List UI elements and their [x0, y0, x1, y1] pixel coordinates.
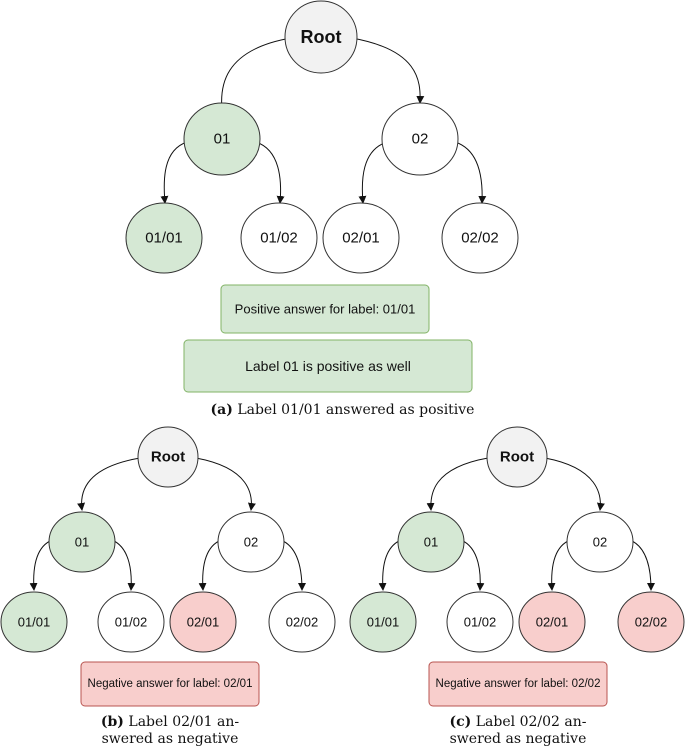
positive-answer-box	[220, 284, 430, 334]
node-b-02	[217, 511, 285, 573]
node-root-label: Root	[301, 27, 342, 47]
node-b-root	[137, 426, 199, 488]
negative-answer-box-c	[428, 661, 608, 707]
node-c-0201-label: 02/01	[536, 615, 569, 630]
edge-root-02	[351, 37, 425, 104]
node-01-label: 01	[214, 131, 231, 148]
node-c-01	[397, 511, 465, 573]
edge-b-01-0101	[29, 539, 53, 591]
node-b-02-label: 02	[244, 535, 258, 550]
edge-c-01-0102	[460, 539, 485, 591]
node-b-root-label: Root	[151, 449, 185, 466]
node-root	[284, 0, 358, 74]
diagram-a: Root 01 02 01/01 01/02 02/01 02/02 Posit…	[125, 0, 519, 393]
edge-root-01	[217, 37, 292, 111]
caption-c: (c) Label 02/02 an- swered as negative	[428, 714, 608, 748]
node-b-0202	[268, 591, 336, 653]
caption-b: (b) Label 02/01 an- swered as negative	[80, 714, 260, 748]
edge-02-0202	[454, 141, 487, 204]
node-0201-label: 02/01	[342, 230, 380, 247]
diagram-b: Root 01 02 01/01 01/02 02/01 02/02 Negat…	[0, 426, 336, 707]
edge-b-01-0102	[111, 539, 136, 591]
node-0202-label: 02/02	[461, 230, 499, 247]
negative-answer-box-b	[80, 661, 260, 707]
caption-c-line1: (c) Label 02/02 an-	[428, 714, 608, 731]
negative-answer-text-c: Negative answer for label: 02/02	[436, 678, 601, 690]
caption-c-text2: swered as negative	[449, 731, 587, 747]
caption-a: (a) Label 01/01 answered as positive	[0, 402, 685, 418]
node-c-0101-label: 01/01	[367, 615, 400, 630]
node-c-root	[486, 426, 548, 488]
node-b-0201-label: 02/01	[187, 615, 220, 630]
edge-01-0101	[160, 141, 188, 204]
node-02	[381, 102, 459, 176]
node-c-0101	[349, 591, 417, 653]
edge-b-02-0202	[280, 539, 306, 591]
caption-a-text: Label 01/01 answered as positive	[237, 402, 475, 418]
label-positive-text: Label 01 is positive as well	[245, 358, 411, 374]
node-b-0101	[0, 591, 68, 653]
node-0101	[125, 202, 203, 274]
node-0202	[441, 202, 519, 274]
node-0102-label: 01/02	[260, 230, 298, 247]
node-0201	[322, 202, 400, 274]
node-0102	[240, 202, 318, 274]
node-b-0201	[169, 591, 237, 653]
label-positive-box	[183, 339, 473, 393]
node-b-0102	[97, 591, 165, 653]
node-c-01-label: 01	[424, 535, 438, 550]
node-01	[183, 102, 261, 176]
node-c-0202	[617, 591, 685, 653]
caption-b-text1: Label 02/01 an-	[128, 714, 240, 730]
node-b-0202-label: 02/02	[286, 615, 319, 630]
caption-b-line1: (b) Label 02/01 an-	[80, 714, 260, 731]
diagram-c: Root 01 02 01/01 01/02 02/01 02/02 Negat…	[349, 426, 685, 707]
node-b-0102-label: 01/02	[115, 615, 148, 630]
node-c-02-label: 02	[593, 535, 607, 550]
node-c-0102-label: 01/02	[464, 615, 497, 630]
edge-01-0102	[255, 141, 285, 204]
edge-c-root-01	[426, 457, 489, 511]
negative-answer-text-b: Negative answer for label: 02/01	[88, 678, 253, 690]
edge-b-02-0201	[198, 539, 222, 591]
caption-c-text1: Label 02/02 an-	[475, 714, 587, 730]
node-b-0101-label: 01/01	[18, 615, 51, 630]
edge-b-root-01	[77, 457, 141, 511]
node-c-02	[566, 511, 634, 573]
node-c-0202-label: 02/02	[635, 615, 668, 630]
node-0101-label: 01/01	[145, 230, 183, 247]
node-b-01	[48, 511, 116, 573]
caption-b-text2: swered as negative	[101, 731, 239, 747]
edge-c-02-0202	[629, 539, 655, 591]
edge-c-01-0101	[378, 539, 402, 591]
edge-c-02-0201	[547, 539, 571, 591]
positive-answer-text: Positive answer for label: 01/01	[235, 302, 416, 317]
edge-02-0201	[358, 141, 388, 204]
node-b-01-label: 01	[75, 535, 89, 550]
node-c-0201	[518, 591, 586, 653]
node-c-root-label: Root	[500, 449, 534, 466]
edge-b-root-02	[195, 457, 256, 511]
caption-a-tag: (a)	[210, 402, 233, 418]
caption-c-tag: (c)	[449, 714, 472, 730]
node-c-0102	[446, 591, 514, 653]
caption-b-tag: (b)	[100, 714, 124, 730]
edge-c-root-02	[544, 457, 605, 511]
node-02-label: 02	[412, 131, 429, 148]
